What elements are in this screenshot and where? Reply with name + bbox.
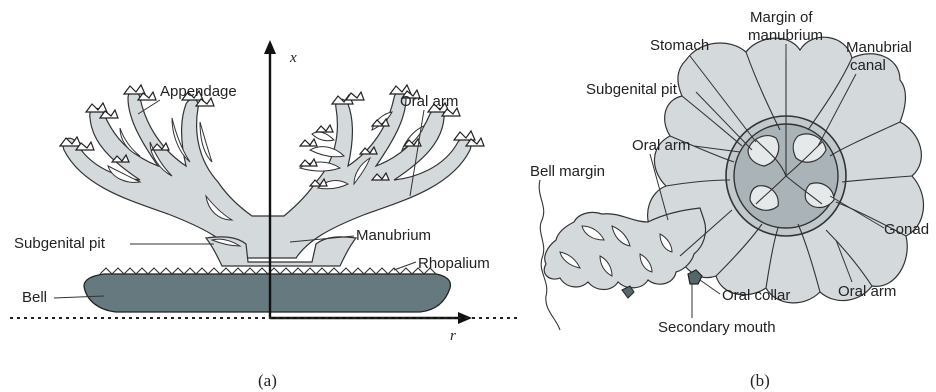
label-manubrial-canal-1: Manubrial [846,39,912,56]
label-oral-arm-a: Oral arm [400,93,458,110]
label-manubrium: Manubrium [356,227,431,244]
r-axis-label: r [450,328,456,344]
label-subgenital-pit-b: Subgenital pit [586,81,678,98]
x-axis-label: x [289,50,297,66]
x-axis-arrow [264,40,276,54]
label-bell: Bell [22,289,47,306]
label-appendage: Appendage [160,83,237,100]
caption-a: (a) [258,371,277,390]
label-rhopalium: Rhopalium [418,255,490,272]
caption-b: (b) [750,371,770,390]
label-manubrial-canal-2: canal [850,57,886,74]
label-bell-margin: Bell margin [530,163,605,180]
label-oral-arm-right: Oral arm [838,283,896,300]
label-oral-arm-top: Oral arm [632,137,690,154]
leader-oral-collar [700,280,720,294]
bell [84,274,450,312]
label-stomach: Stomach [650,37,709,54]
label-margin-of-manubrium-2: manubrium [748,27,823,44]
label-secondary-mouth: Secondary mouth [658,319,776,336]
label-gonad: Gonad [884,221,929,238]
rhopalium-rim [100,268,436,274]
label-margin-of-manubrium-1: Margin of [750,9,813,26]
label-oral-collar: Oral collar [722,287,790,304]
panel-a: x r Appendage Oral arm Subgenital pit Ma… [10,40,520,390]
oral-arm-extension [544,208,705,290]
panel-b: Margin of manubrium Stomach Manubrial ca… [530,9,929,390]
label-subgenital-pit-a: Subgenital pit [14,235,106,252]
